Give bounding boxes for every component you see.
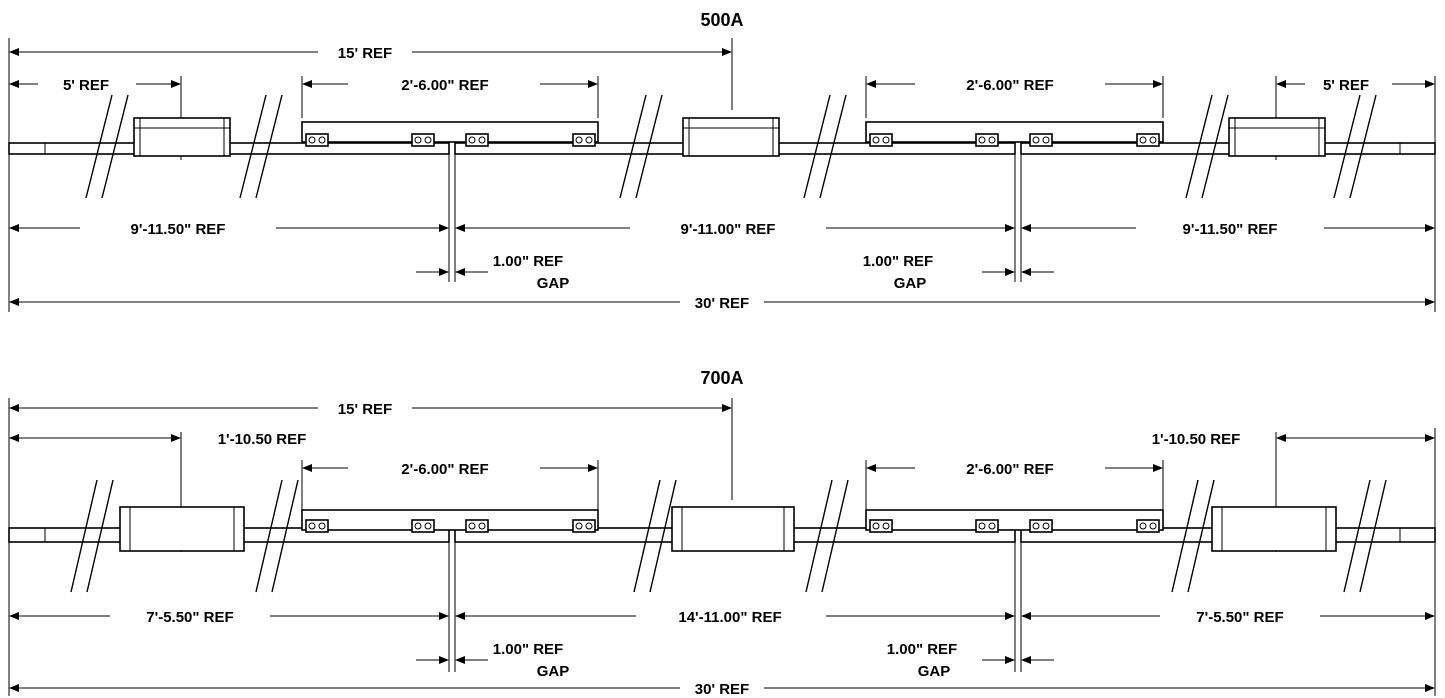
dim-splice-left: 2'-6.00" REF (301, 460, 599, 510)
plug-in-unit (1211, 506, 1337, 552)
break-mark (70, 479, 114, 593)
busway-run (8, 94, 1436, 199)
dim-label: 2'-6.00" REF (401, 461, 488, 478)
dim-gap-right: 1.00" REF GAP (883, 641, 1054, 680)
break-mark (633, 479, 677, 593)
dim-splice-right: 2'-6.00" REF (865, 460, 1164, 510)
dim-label: 5' REF (1323, 77, 1369, 94)
dim-label: 5' REF (63, 77, 109, 94)
plug-in-unit (1228, 117, 1326, 157)
dim-label: 14'-11.00" REF (678, 609, 781, 626)
dim-end-right: 5' REF (1275, 76, 1436, 160)
dim-gap-right: 1.00" REF GAP (859, 253, 1054, 292)
dim-overall-bottom: 30' REF (9, 681, 1435, 698)
break-mark (1185, 94, 1229, 199)
dim-gap-left: 1.00" REF GAP (416, 253, 573, 292)
dim-label: 1.00" REF (887, 641, 957, 658)
dim-label: 30' REF (695, 681, 749, 698)
break-mark (803, 94, 847, 199)
drawing-500a: 500A 15' REF 5' REF 2'-6.00" REF (8, 10, 1436, 312)
dim-splice-right: 2'-6.00" REF (865, 76, 1164, 118)
break-mark (805, 479, 849, 593)
dim-segment-left: 7'-5.50" REF (9, 609, 449, 626)
dim-label: GAP (537, 275, 570, 292)
dim-label: 1'-10.50 REF (1152, 431, 1241, 448)
dim-label: GAP (894, 275, 927, 292)
dim-label: 9'-11.50" REF (131, 221, 226, 238)
dim-label: 15' REF (338, 45, 392, 62)
dim-overall-bottom: 30' REF (9, 295, 1435, 312)
dim-label: 9'-11.50" REF (1183, 221, 1278, 238)
dim-label: 30' REF (695, 295, 749, 312)
dim-splice-left: 2'-6.00" REF (301, 76, 599, 118)
plug-in-unit (133, 117, 231, 157)
plug-in-unit (671, 506, 795, 552)
dim-label: 1.00" REF (493, 641, 563, 658)
dim-label: 2'-6.00" REF (966, 77, 1053, 94)
break-mark (619, 94, 663, 199)
busway-run (8, 479, 1436, 593)
drawing-title: 700A (700, 368, 743, 388)
dim-label: 2'-6.00" REF (401, 77, 488, 94)
break-mark (1343, 479, 1387, 593)
break-mark (255, 479, 299, 593)
plug-in-unit (119, 506, 245, 552)
dim-label: 2'-6.00" REF (966, 461, 1053, 478)
dim-end-left: 1'-10.50 REF (9, 431, 310, 552)
dim-label: 1.00" REF (863, 253, 933, 270)
splice-plate (301, 509, 599, 533)
splice-plate (301, 121, 599, 147)
dim-segment-right: 7'-5.50" REF (1021, 609, 1435, 626)
dim-label: 1'-10.50 REF (218, 431, 307, 448)
dim-label: GAP (918, 663, 951, 680)
splice-plate (865, 509, 1164, 533)
dim-label: 15' REF (338, 401, 392, 418)
dim-segment-middle: 9'-11.00" REF (455, 221, 1015, 238)
dim-label: 9'-11.00" REF (681, 221, 776, 238)
break-mark (1333, 94, 1377, 199)
dim-end-left: 5' REF (9, 76, 182, 160)
drawing-title: 500A (700, 10, 743, 30)
plug-in-unit (682, 117, 780, 157)
dim-label: 1.00" REF (493, 253, 563, 270)
dim-segment-right: 9'-11.50" REF (1021, 221, 1435, 238)
splice-plate (865, 121, 1164, 147)
dim-gap-left: 1.00" REF GAP (416, 641, 573, 680)
break-mark (85, 94, 129, 199)
dim-overall-top: 15' REF (8, 38, 733, 150)
drawing-700a: 700A 15' REF 1'-10.50 REF 2'-6.00" REF (8, 368, 1436, 698)
dim-label: 7'-5.50" REF (146, 609, 233, 626)
dim-label: 7'-5.50" REF (1196, 609, 1283, 626)
dim-overall-top: 15' REF (8, 398, 733, 548)
dim-segment-left: 9'-11.50" REF (9, 221, 449, 238)
dim-label: GAP (537, 663, 570, 680)
break-mark (1171, 479, 1215, 593)
dim-end-right: 1'-10.50 REF (1148, 428, 1436, 552)
break-mark (239, 94, 283, 199)
dim-segment-middle: 14'-11.00" REF (455, 609, 1015, 626)
